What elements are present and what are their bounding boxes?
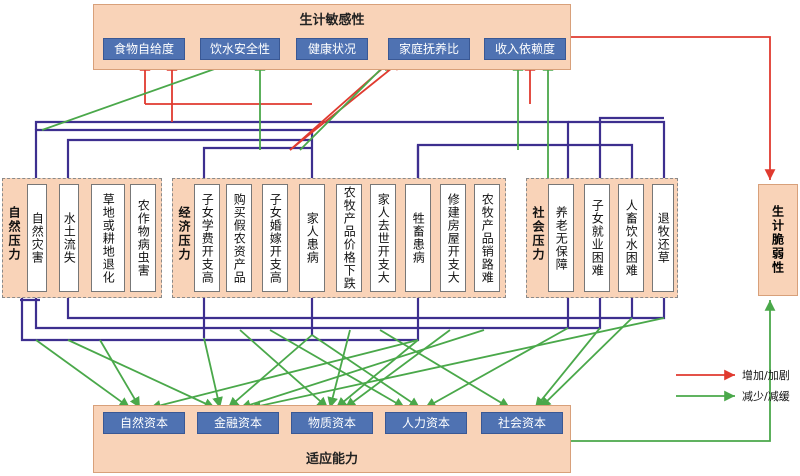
vulnerability-box: 生计脆弱性 (758, 184, 798, 296)
node-food-self-sufficiency: 食物自给度 (103, 38, 185, 60)
node-income-dependency: 收入依赖度 (484, 38, 566, 60)
node-physical-capital: 物质资本 (291, 412, 373, 434)
fake-supplies-box: 购买假农资产品 (226, 184, 252, 292)
node-health-status: 健康状况 (296, 38, 368, 60)
employment-box: 子女就业困难 (584, 184, 610, 292)
funeral-cost-box: 家人去世开支大 (370, 184, 396, 292)
drinking-water-box: 人畜饮水困难 (618, 184, 644, 292)
node-natural-capital: 自然资本 (103, 412, 185, 434)
node-financial-capital: 金融资本 (197, 412, 279, 434)
economic-pressure-label: 经济压力 (177, 206, 191, 262)
natural-disaster-box: 自然灾害 (27, 184, 47, 292)
price-drop-box: 农牧产品价格下跌 (336, 184, 362, 292)
node-dependency-ratio: 家庭抚养比 (388, 38, 470, 60)
node-human-capital: 人力资本 (385, 412, 467, 434)
legend-decrease-label: 减少/减缓 (742, 390, 790, 403)
wedding-cost-box: 子女婚嫁开支高 (262, 184, 288, 292)
node-social-capital: 社会资本 (481, 412, 563, 434)
livestock-disease-box: 牲畜患病 (405, 184, 431, 292)
social-pressure-label: 社会压力 (531, 206, 545, 262)
natural-pressure-label: 自然压力 (7, 206, 21, 262)
tuition-cost-box: 子女学费开支高 (194, 184, 220, 292)
crop-pest-box: 农作物病虫害 (130, 184, 156, 292)
node-water-safety: 饮水安全性 (200, 38, 280, 60)
family-illness-box: 家人患病 (299, 184, 325, 292)
sales-difficulty-box: 农牧产品销路难 (474, 184, 500, 292)
pension-box: 养老无保障 (548, 184, 574, 292)
decrease-arrows (35, 58, 776, 442)
sensitivity-title: 生计敏感性 (299, 13, 365, 28)
housing-cost-box: 修建房屋开支大 (440, 184, 466, 292)
grassland-degradation-box: 草地或耕地退化 (91, 184, 125, 292)
adaptive-title: 适应能力 (305, 452, 358, 467)
soil-erosion-box: 水土流失 (59, 184, 79, 292)
legend-increase-label: 增加/加剧 (742, 369, 790, 382)
grazing-ban-box: 退牧还草 (652, 184, 674, 292)
sensitivity-panel: 生计敏感性 (93, 4, 571, 70)
